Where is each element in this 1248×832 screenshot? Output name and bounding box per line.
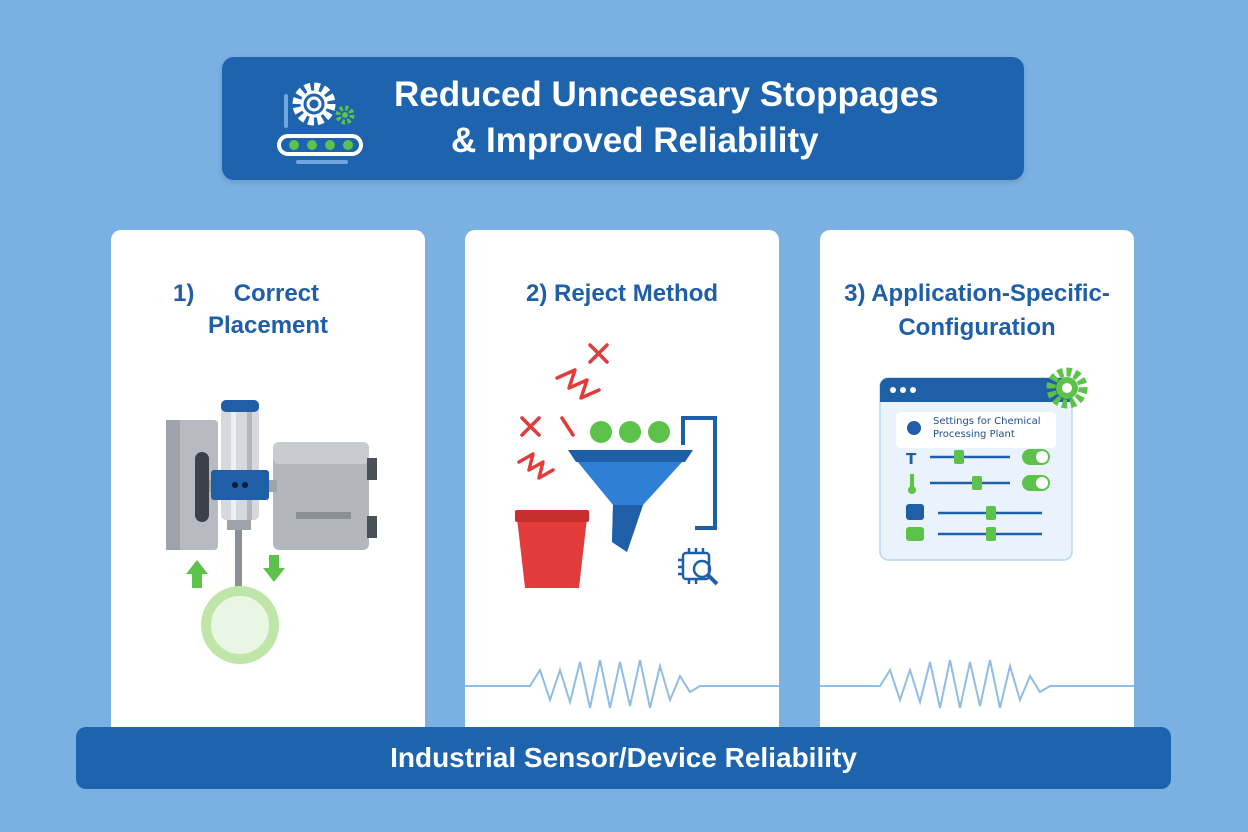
card-reject-method: 2) Reject Method xyxy=(465,230,779,730)
reject-marks-icon xyxy=(517,343,609,480)
footer-banner: Industrial Sensor/Device Reliability xyxy=(76,727,1171,789)
card-application-configuration: 3) Application-Specific- Configuration S… xyxy=(820,230,1134,730)
signal-wave xyxy=(465,659,779,709)
settings-window-icon: Settings for Chemical Processing Plant T xyxy=(879,377,1073,561)
reject-bin-icon xyxy=(515,510,589,588)
title-line-2: & Improved Reliability xyxy=(451,121,819,160)
slider-handle[interactable] xyxy=(954,450,964,464)
gear-icon xyxy=(1046,367,1088,409)
tool-icon: T xyxy=(906,450,917,468)
card-icon xyxy=(906,527,924,541)
sensor-device-icon xyxy=(166,400,377,664)
signal-wave xyxy=(820,659,1134,709)
footer-label: Industrial Sensor/Device Reliability xyxy=(390,742,857,773)
card-1-title-line-1: Correct xyxy=(233,280,320,307)
card-3-title-line-2: Configuration xyxy=(898,314,1056,341)
card-1-number: 1) xyxy=(173,280,195,307)
card-2-title: 2) Reject Method xyxy=(525,280,719,307)
funnel-icon xyxy=(568,450,693,552)
person-icon xyxy=(906,504,924,520)
card-correct-placement: 1) Correct Placement xyxy=(111,230,425,730)
gear-conveyor-icon xyxy=(277,82,363,164)
slider-handle[interactable] xyxy=(972,476,982,490)
settings-line-1: Settings for Chemical xyxy=(933,416,1041,427)
slider-handle[interactable] xyxy=(986,527,996,541)
card-1-title-line-2: Placement xyxy=(207,312,329,339)
chip-magnifier-icon xyxy=(678,548,719,586)
title-line-1: Reduced Unnceesary Stoppages xyxy=(394,75,939,114)
settings-line-2: Processing Plant xyxy=(933,429,1015,440)
slider-handle[interactable] xyxy=(986,506,996,520)
card-3-title-line-1: 3) Application-Specific- xyxy=(844,280,1110,307)
header-banner: Reduced Unnceesary Stoppages & Improved … xyxy=(222,57,1024,180)
